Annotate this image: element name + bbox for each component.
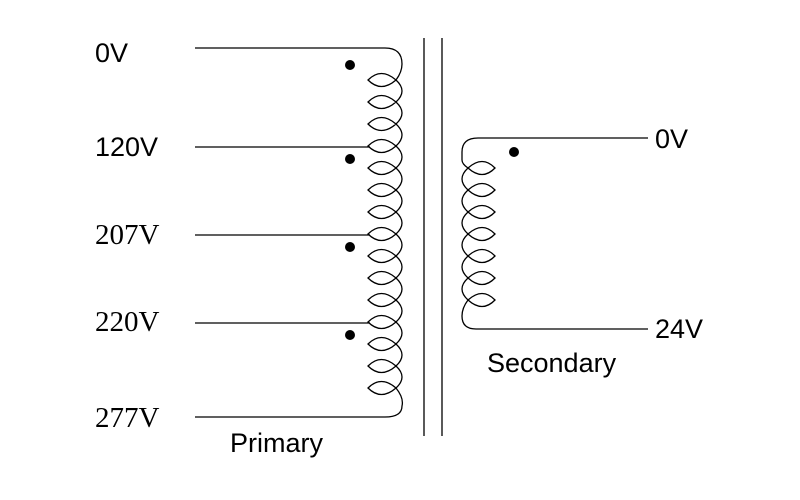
primary-tap-0v-label: 0V: [95, 38, 129, 68]
polarity-dot-secondary: [509, 147, 519, 157]
polarity-dot-primary-2: [345, 154, 355, 164]
primary-winding: [195, 47, 404, 418]
polarity-dot-primary-3: [345, 242, 355, 252]
secondary-tap-24v-label: 24V: [655, 314, 704, 344]
secondary-tap-0v-label: 0V: [655, 124, 689, 154]
secondary-winding: [461, 137, 648, 330]
primary-tap-277v-label: 277V: [95, 402, 160, 434]
polarity-dot-primary-1: [345, 60, 355, 70]
primary-tap-207v-label: 207V: [95, 219, 160, 251]
primary-tap-120v-label: 120V: [95, 132, 159, 162]
primary-label: Primary: [230, 428, 323, 458]
secondary-label: Secondary: [487, 348, 617, 378]
primary-tap-220v-label: 220V: [95, 306, 160, 338]
polarity-dot-primary-4: [345, 330, 355, 340]
